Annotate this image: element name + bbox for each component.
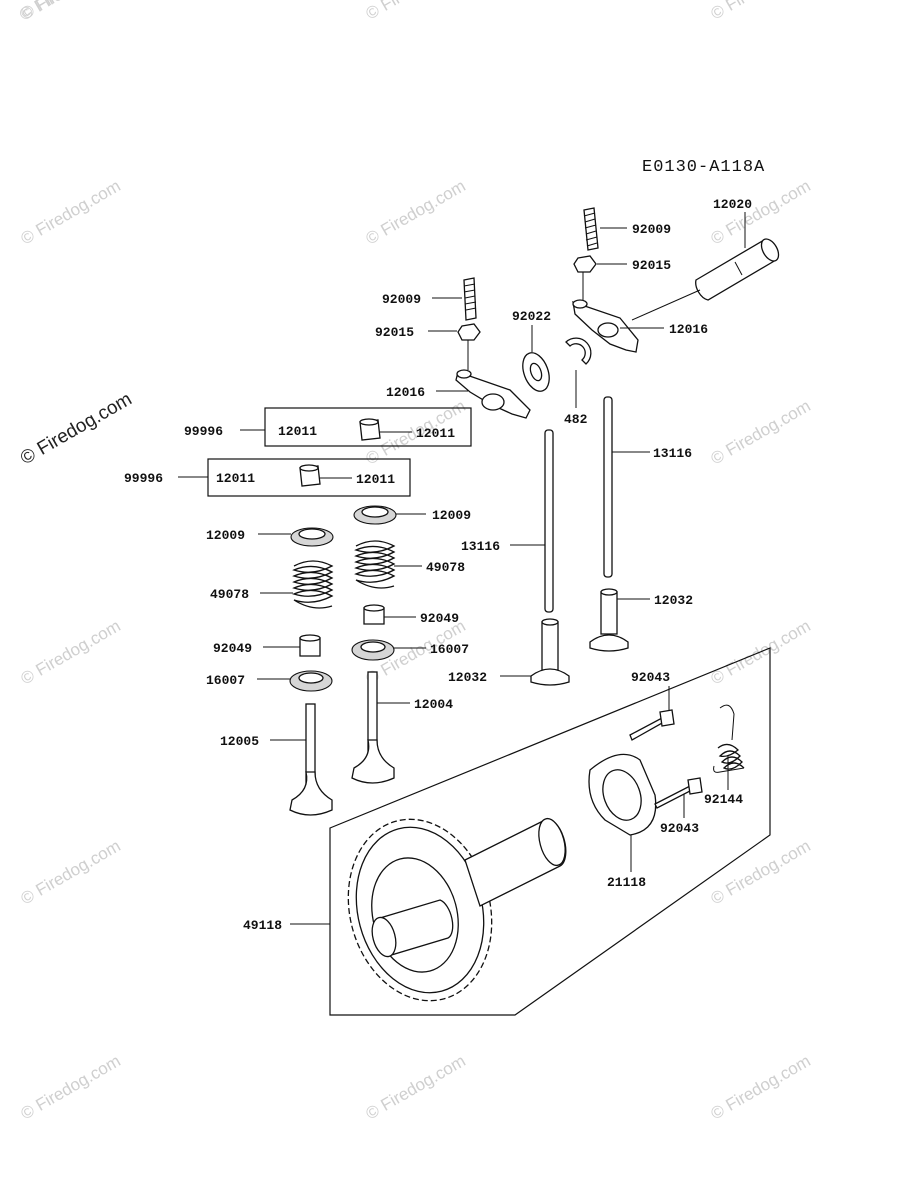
label-16007-right: 16007 <box>430 642 469 657</box>
push-rod-13116-right <box>603 396 650 578</box>
label-92043-top: 92043 <box>631 670 670 685</box>
watermark: © Firedog.com <box>18 1051 124 1123</box>
valve-spring-49078-left <box>260 560 334 609</box>
watermark: © Firedog.com <box>708 176 814 248</box>
governor-plate-21118 <box>588 753 657 872</box>
watermark: © Firedog.com <box>708 0 814 23</box>
watermark: © Firedog.com <box>363 1051 469 1123</box>
rocker-arm-12016-right <box>572 272 701 353</box>
washer-92022 <box>522 325 550 392</box>
label-13116-left: 13116 <box>461 539 500 554</box>
nut-92015-right <box>573 255 627 273</box>
adjusting-screw-92009-right <box>583 207 627 251</box>
label-12011-b2: 12011 <box>356 472 395 487</box>
spring-seat-92049-right <box>363 604 416 625</box>
label-49118: 49118 <box>243 918 282 933</box>
valve-12004 <box>351 671 410 784</box>
watermark: © Firedog.com <box>18 836 124 908</box>
valve-seal-16007-left <box>257 670 333 692</box>
watermark: © Firedog.com <box>18 176 124 248</box>
tappet-12032-left <box>500 618 570 686</box>
label-12032-right: 12032 <box>654 593 693 608</box>
tappet-12032-right <box>589 588 650 652</box>
bolt-92043-top <box>629 686 675 741</box>
label-12009-right: 12009 <box>432 508 471 523</box>
label-92015-left: 92015 <box>375 325 414 340</box>
label-12032-left: 12032 <box>448 670 487 685</box>
label-13116-right: 13116 <box>653 446 692 461</box>
label-16007-left: 16007 <box>206 673 245 688</box>
label-12011-a1: 12011 <box>278 424 317 439</box>
diagram-code: E0130-A118A <box>642 158 765 177</box>
bolt-92043-bottom <box>654 777 703 818</box>
spring-retainer-12009-right <box>353 505 426 525</box>
label-12016-left: 12016 <box>386 385 425 400</box>
label-92009-left: 92009 <box>382 292 421 307</box>
label-49078-left: 49078 <box>210 587 249 602</box>
spring-retainer-12009-left <box>258 527 334 547</box>
spring-seat-92049-left <box>263 634 321 657</box>
label-12020: 12020 <box>713 197 752 212</box>
label-99996-b: 99996 <box>124 471 163 486</box>
label-92015-right: 92015 <box>632 258 671 273</box>
label-12009-left: 12009 <box>206 528 245 543</box>
rocker-arm-12016-left <box>436 340 531 419</box>
label-12016-right: 12016 <box>669 322 708 337</box>
label-12011-a2: 12011 <box>416 426 455 441</box>
label-92022: 92022 <box>512 309 551 324</box>
label-12005: 12005 <box>220 734 259 749</box>
watermark: © Firedog.com <box>708 1051 814 1123</box>
watermark: © Firedog.com <box>708 396 814 468</box>
kit-box-99996-b <box>178 458 411 497</box>
watermark-dark: © Firedog.com <box>17 389 136 470</box>
watermark: © Firedog.com <box>18 616 124 688</box>
label-92144: 92144 <box>704 792 743 807</box>
watermark: © Firedog.com <box>363 176 469 248</box>
label-92049-left: 92049 <box>213 641 252 656</box>
label-99996-a: 99996 <box>184 424 223 439</box>
label-21118: 21118 <box>607 875 646 890</box>
label-92043-bottom: 92043 <box>660 821 699 836</box>
valve-seal-16007-right <box>351 639 426 661</box>
label-92049-right: 92049 <box>420 611 459 626</box>
kit-box-99996-a <box>240 407 472 447</box>
watermark: © Firedog.com <box>708 836 814 908</box>
valve-spring-49078-right <box>354 540 422 589</box>
camshaft-gear-49118 <box>347 817 567 1002</box>
watermark: © Firedog.com <box>363 0 469 23</box>
camshaft-assembly-box <box>290 647 771 1016</box>
label-12004: 12004 <box>414 697 453 712</box>
valve-12005 <box>270 703 333 816</box>
nut-92015-left <box>428 323 481 341</box>
label-12011-b1: 12011 <box>216 471 255 486</box>
circlip-482 <box>565 337 592 408</box>
label-482: 482 <box>564 412 588 427</box>
governor-spring-92144 <box>713 704 745 790</box>
rocker-shaft-12020 <box>695 212 780 301</box>
adjusting-screw-92009-left <box>432 277 477 321</box>
label-92009-right: 92009 <box>632 222 671 237</box>
push-rod-13116-left <box>510 429 554 613</box>
label-49078-right: 49078 <box>426 560 465 575</box>
